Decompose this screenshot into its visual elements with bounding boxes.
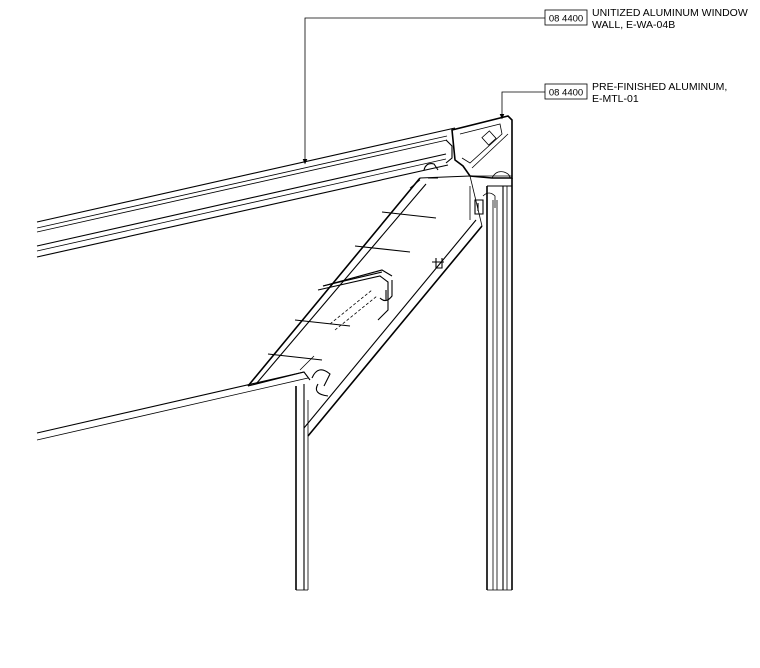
spec-key: 08 4400 [549, 88, 583, 99]
left-mullion [295, 384, 309, 591]
upper-sloped-panel [36, 127, 456, 258]
leader-line-prefinished-aluminum [499, 91, 545, 120]
callout-note-line1: PRE-FINISHED ALUMINUM, [592, 81, 727, 93]
callout-note-line2: WALL, E-WA-04B [592, 19, 675, 31]
callout-prefinished-aluminum: 08 4400 PRE-FINISHED ALUMINUM, E-MTL-01 [544, 81, 727, 105]
leader-line-window-wall [302, 17, 545, 165]
lower-sloped-panel [36, 371, 311, 441]
diagonal-corner-mullion [247, 163, 483, 437]
spec-key: 08 4400 [549, 14, 583, 25]
right-mullion [469, 178, 513, 591]
callout-note-line2: E-MTL-01 [592, 93, 639, 105]
spec-key-box [544, 83, 588, 100]
callout-note-line1: UNITIZED ALUMINUM WINDOW [592, 7, 748, 19]
spec-key-box [544, 9, 588, 26]
corner-cap [451, 115, 513, 179]
callout-window-wall: 08 4400 UNITIZED ALUMINUM WINDOW WALL, E… [544, 7, 748, 31]
